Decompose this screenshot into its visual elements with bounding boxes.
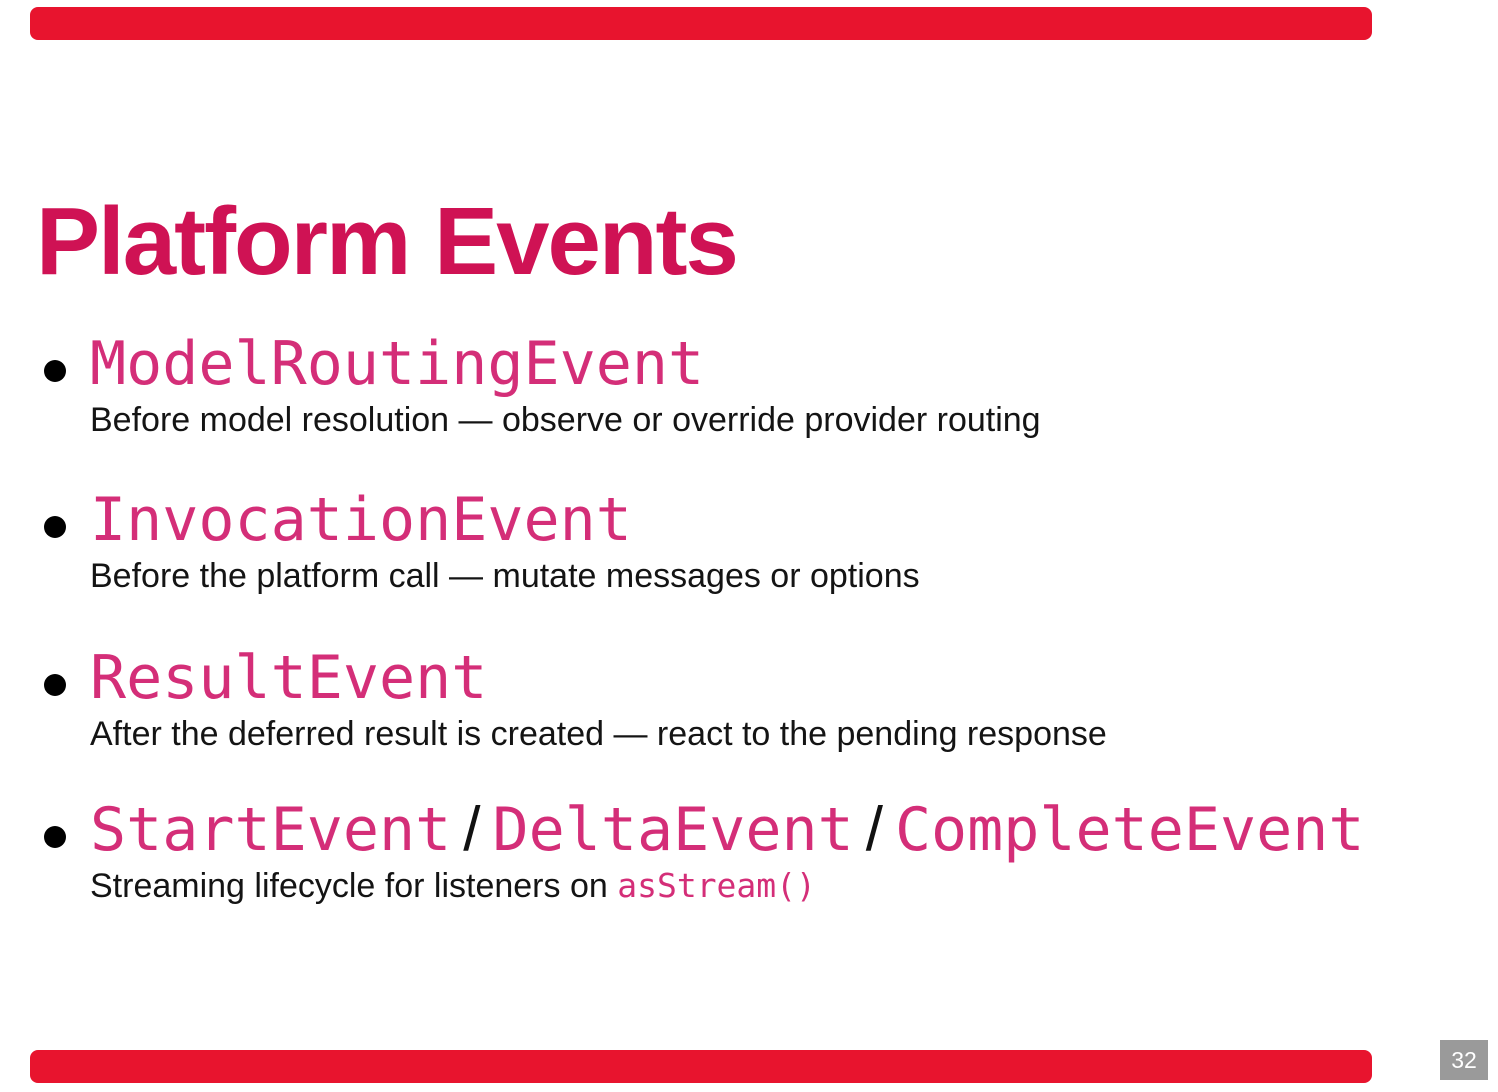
list-item: ModelRoutingEvent Before model resolutio… bbox=[44, 330, 1470, 440]
event-name: InvocationEvent bbox=[90, 485, 632, 555]
event-name: CompleteEvent bbox=[894, 795, 1365, 865]
list-item: StartEvent/DeltaEvent/CompleteEvent Stre… bbox=[44, 795, 1470, 906]
description-text: Before the platform call — mutate messag… bbox=[90, 557, 920, 595]
list-item: InvocationEvent Before the platform call… bbox=[44, 486, 1470, 596]
list-item: ResultEvent After the deferred result is… bbox=[44, 644, 1470, 754]
slide-title: Platform Events bbox=[36, 188, 739, 296]
event-name-code: ResultEvent bbox=[90, 644, 1470, 712]
event-name-code: ModelRoutingEvent bbox=[90, 330, 1470, 398]
code-separator: / bbox=[463, 795, 481, 864]
bottom-accent-bar bbox=[30, 1050, 1372, 1083]
description-text: Before model resolution — observe or ove… bbox=[90, 401, 1041, 439]
event-name: ResultEvent bbox=[90, 643, 488, 713]
event-name: DeltaEvent bbox=[492, 795, 854, 865]
event-description: After the deferred result is created — r… bbox=[90, 714, 1470, 754]
page-number: 32 bbox=[1451, 1046, 1477, 1073]
description-text: After the deferred result is created — r… bbox=[90, 715, 1107, 753]
bullet-dot bbox=[44, 674, 66, 696]
bullet-dot bbox=[44, 516, 66, 538]
event-name: ModelRoutingEvent bbox=[90, 329, 705, 399]
event-description: Before the platform call — mutate messag… bbox=[90, 556, 1470, 596]
event-name-code: StartEvent/DeltaEvent/CompleteEvent bbox=[90, 795, 1470, 865]
event-name: StartEvent bbox=[90, 795, 452, 865]
code-separator: / bbox=[865, 795, 883, 864]
bullet-dot bbox=[44, 360, 66, 382]
event-description: Streaming lifecycle for listeners on asS… bbox=[90, 866, 1470, 906]
inline-code: asStream() bbox=[617, 866, 816, 905]
page-number-badge: 32 bbox=[1440, 1040, 1488, 1080]
event-name-code: InvocationEvent bbox=[90, 486, 1470, 554]
event-description: Before model resolution — observe or ove… bbox=[90, 400, 1470, 440]
bullet-dot bbox=[44, 826, 66, 848]
top-accent-bar bbox=[30, 7, 1372, 40]
description-text: Streaming lifecycle for listeners on bbox=[90, 867, 618, 905]
